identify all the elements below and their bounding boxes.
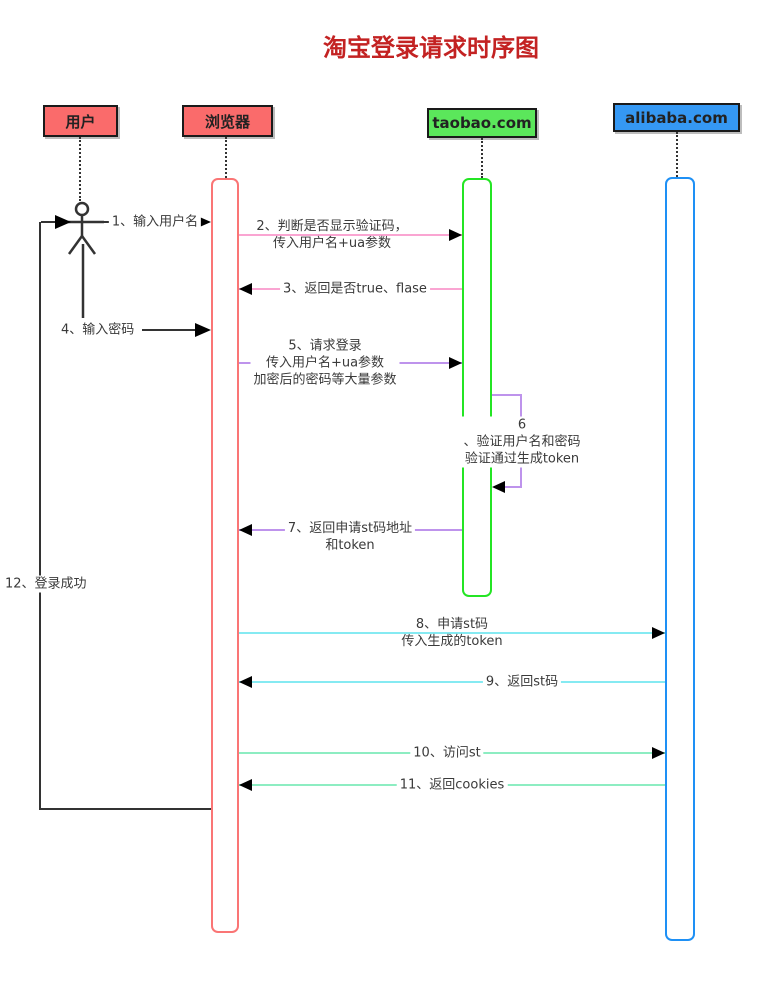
message-2-label: 2、判断是否显示验证码， 传入用户名+ua参数 (256, 219, 408, 251)
message-11-label: 11、返回cookies (396, 776, 508, 794)
message-10-arrowhead (652, 747, 665, 759)
message-12-line-left (39, 222, 41, 810)
message-7-label: 7、返回申请st码地址 和token (284, 520, 416, 554)
message-8-line (239, 632, 665, 634)
message-12-arrowhead (55, 215, 71, 229)
message-3-arrowhead (239, 283, 252, 295)
message-4-arrowhead (195, 323, 211, 337)
lifeline-browser (225, 137, 227, 178)
message-8-label: 8、申请st码 传入生成的token (401, 617, 503, 649)
message-12-line-top (41, 221, 55, 223)
message-9-label: 9、返回st码 (482, 673, 562, 691)
message-3-label: 3、返回是否true、flase (280, 280, 430, 298)
message-4-label: 4、输入密码 (58, 321, 138, 339)
lifeline-user (79, 137, 81, 201)
message-7-arrowhead (239, 524, 252, 536)
message-6-label: 6 、验证用户名和密码 验证通过生成token (460, 416, 584, 468)
activation-bar-alibaba (665, 177, 695, 941)
actor-box-user: 用户 (43, 105, 118, 137)
message-5-arrowhead (449, 357, 462, 369)
lifeline-taobao (481, 138, 483, 178)
activation-bar-browser (211, 178, 239, 933)
activation-bar-taobao (462, 178, 492, 597)
message-5-label: 5、请求登录 传入用户名+ua参数 加密后的密码等大量参数 (250, 337, 400, 389)
message-2-arrowhead (449, 229, 462, 241)
message-6-arrowhead (492, 481, 505, 493)
message-10-label: 10、访问st (410, 744, 484, 762)
lifeline-alibaba (676, 132, 678, 177)
diagram-title: 淘宝登录请求时序图 (323, 34, 539, 62)
message-9-line (239, 681, 665, 683)
message-6-line-bottom (504, 486, 522, 488)
message-4-line (142, 329, 195, 331)
message-1-label: 1、输入用户名 (108, 213, 202, 231)
message-8-arrowhead (652, 627, 665, 639)
actor-box-browser: 浏览器 (182, 105, 273, 137)
message-12-label: 12、登录成功 (2, 575, 90, 593)
message-12-line-bottom (39, 808, 211, 810)
message-6-line-top (492, 394, 522, 396)
actor-box-taobao: taobao.com (427, 108, 537, 138)
message-2-line (239, 234, 462, 236)
actor-box-alibaba: alibaba.com (613, 103, 740, 132)
message-9-arrowhead (239, 676, 252, 688)
message-11-arrowhead (239, 779, 252, 791)
